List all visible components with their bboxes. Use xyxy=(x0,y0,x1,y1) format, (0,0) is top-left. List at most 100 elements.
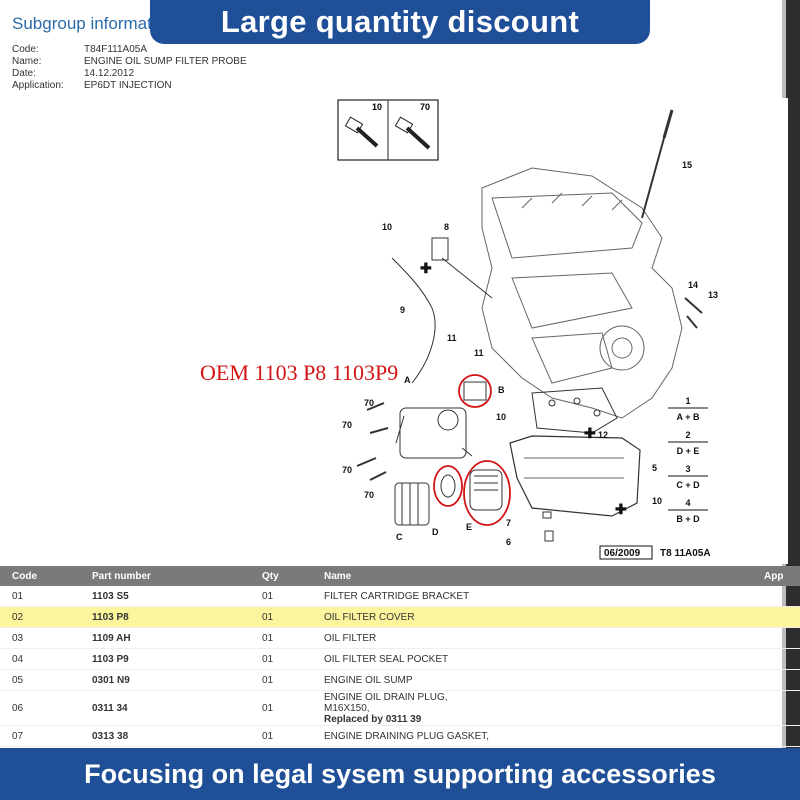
callout: 6 xyxy=(506,537,511,547)
bottom-banner: Focusing on legal sysem supporting acces… xyxy=(0,748,800,800)
filter-cover xyxy=(463,460,511,526)
header-code[interactable]: Code xyxy=(12,570,37,582)
cell-name: ENGINE OIL DRAIN PLUG,M16X150,Replaced b… xyxy=(324,692,764,725)
exploded-parts-diagram: 10 70 xyxy=(12,98,788,564)
callout: 5 xyxy=(652,463,657,473)
cell-part-number: 0311 34 xyxy=(92,702,128,714)
header-name[interactable]: Name xyxy=(324,570,352,582)
callout: 12 xyxy=(598,430,608,440)
cell-part-number: 1103 P8 xyxy=(92,611,129,623)
cell-name-line: ENGINE DRAINING PLUG GASKET, xyxy=(324,730,490,742)
info-row-name: Name: ENGINE OIL SUMP FILTER PROBE xyxy=(12,56,247,68)
drain-plug xyxy=(542,511,554,542)
table-row[interactable]: 03 1109 AH 01 OIL FILTER xyxy=(0,628,800,649)
oil-filter xyxy=(394,482,430,526)
sump-gasket xyxy=(531,387,618,434)
callout: 70 xyxy=(364,398,374,408)
replaced-by-link[interactable]: Replaced by 0311 39 xyxy=(324,713,422,725)
cell-name-line: FILTER CARTRIDGE BRACKET xyxy=(324,590,470,602)
cell-code: 04 xyxy=(12,653,24,665)
info-label: Code: xyxy=(12,44,39,55)
header-app[interactable]: App xyxy=(764,570,784,582)
cell-name: OIL FILTER COVER xyxy=(324,612,764,623)
legend-combo: B + D xyxy=(676,514,700,524)
cell-name: OIL FILTER xyxy=(324,633,764,644)
legend-combo: D + E xyxy=(677,446,700,456)
plus-markers: ✚ ✚ ✚ xyxy=(420,260,627,517)
date-box: 06/2009 xyxy=(604,548,641,559)
cell-name-line: OIL FILTER SEAL POCKET xyxy=(324,653,449,665)
info-value: EP6DT INJECTION xyxy=(84,80,172,91)
callout: 70 xyxy=(364,490,374,500)
callout: 7 xyxy=(506,518,511,528)
cell-code: 01 xyxy=(12,590,24,602)
cell-name: ENGINE OIL SUMP xyxy=(324,675,764,686)
callout: C xyxy=(396,532,403,542)
cell-code: 03 xyxy=(12,632,24,644)
callout: B xyxy=(498,385,505,395)
info-value: ENGINE OIL SUMP FILTER PROBE xyxy=(84,56,247,67)
svg-text:✚: ✚ xyxy=(420,260,432,276)
info-row-application: Application:EP6DT INJECTION xyxy=(12,80,247,92)
info-value: T84F111A05A xyxy=(84,44,148,55)
callout: 9 xyxy=(400,305,405,315)
cell-part-number: 0313 38 xyxy=(92,730,129,742)
cell-part-number: 1109 AH xyxy=(92,632,131,644)
legend-num: 4 xyxy=(685,498,690,508)
callout: A xyxy=(404,375,411,385)
info-label: Name: xyxy=(12,56,42,67)
cell-qty: 01 xyxy=(262,674,274,686)
callout: 70 xyxy=(342,420,352,430)
bolt-box: 10 70 xyxy=(337,99,439,161)
callout: 13 xyxy=(708,290,718,300)
legend-num: 2 xyxy=(685,430,690,440)
ref-code: T8 11A05A xyxy=(660,548,711,559)
cell-name-line: ENGINE OIL DRAIN PLUG, xyxy=(324,691,448,703)
callout: 10 xyxy=(382,222,392,232)
callout-labels: 15 10 8 14 13 9 11 11 A B 70 70 10 12 70… xyxy=(342,160,718,547)
callout: 14 xyxy=(688,280,698,290)
callout: 8 xyxy=(444,222,449,232)
legend-num: 3 xyxy=(685,464,690,474)
cell-name: OIL FILTER SEAL POCKET xyxy=(324,654,764,665)
callout: E xyxy=(466,522,472,532)
callout: D xyxy=(432,527,439,537)
cell-name-line: ENGINE OIL SUMP xyxy=(324,674,413,686)
cell-part-number: 1103 P9 xyxy=(92,653,129,665)
subgroup-info: Code: T84F111A05A Name: ENGINE OIL SUMP FI… xyxy=(12,44,247,92)
cell-part-number: 0301 N9 xyxy=(92,674,130,686)
cell-qty: 01 xyxy=(262,590,274,602)
cell-qty: 01 xyxy=(262,632,274,644)
callout: 11 xyxy=(447,333,457,343)
cell-code: 07 xyxy=(12,730,24,742)
bolt-label: 10 xyxy=(372,102,382,112)
header-qty[interactable]: Qty xyxy=(262,570,279,582)
cell-name: FILTER CARTRIDGE BRACKET xyxy=(324,591,764,602)
legend-num: 1 xyxy=(685,396,690,406)
oem-label: OEM 1103 P8 1103P9 xyxy=(200,360,399,385)
filter-seal xyxy=(433,465,463,507)
callout: 10 xyxy=(652,496,662,506)
info-value: 14.12.2012 xyxy=(84,68,135,79)
info-row-date: Date: 14.12.2012 xyxy=(12,68,247,80)
callout: 15 xyxy=(682,160,692,170)
info-label: Date: xyxy=(12,68,36,79)
engine-block xyxy=(481,167,683,419)
subgroup-title: Subgroup informati xyxy=(12,14,156,33)
oil-level-probe xyxy=(391,237,493,384)
callout: 10 xyxy=(496,412,506,422)
bolt-label: 70 xyxy=(420,102,430,112)
header-part-number[interactable]: Part number xyxy=(92,570,151,582)
combo-legend: 1 A + B 2 D + E 3 C + D 4 B + D xyxy=(668,396,708,524)
diagram-reference: 06/2009 T8 11A05A xyxy=(599,545,711,560)
info-row-code: Code: T84F111A05A xyxy=(12,44,247,56)
legend-combo: C + D xyxy=(676,480,700,490)
